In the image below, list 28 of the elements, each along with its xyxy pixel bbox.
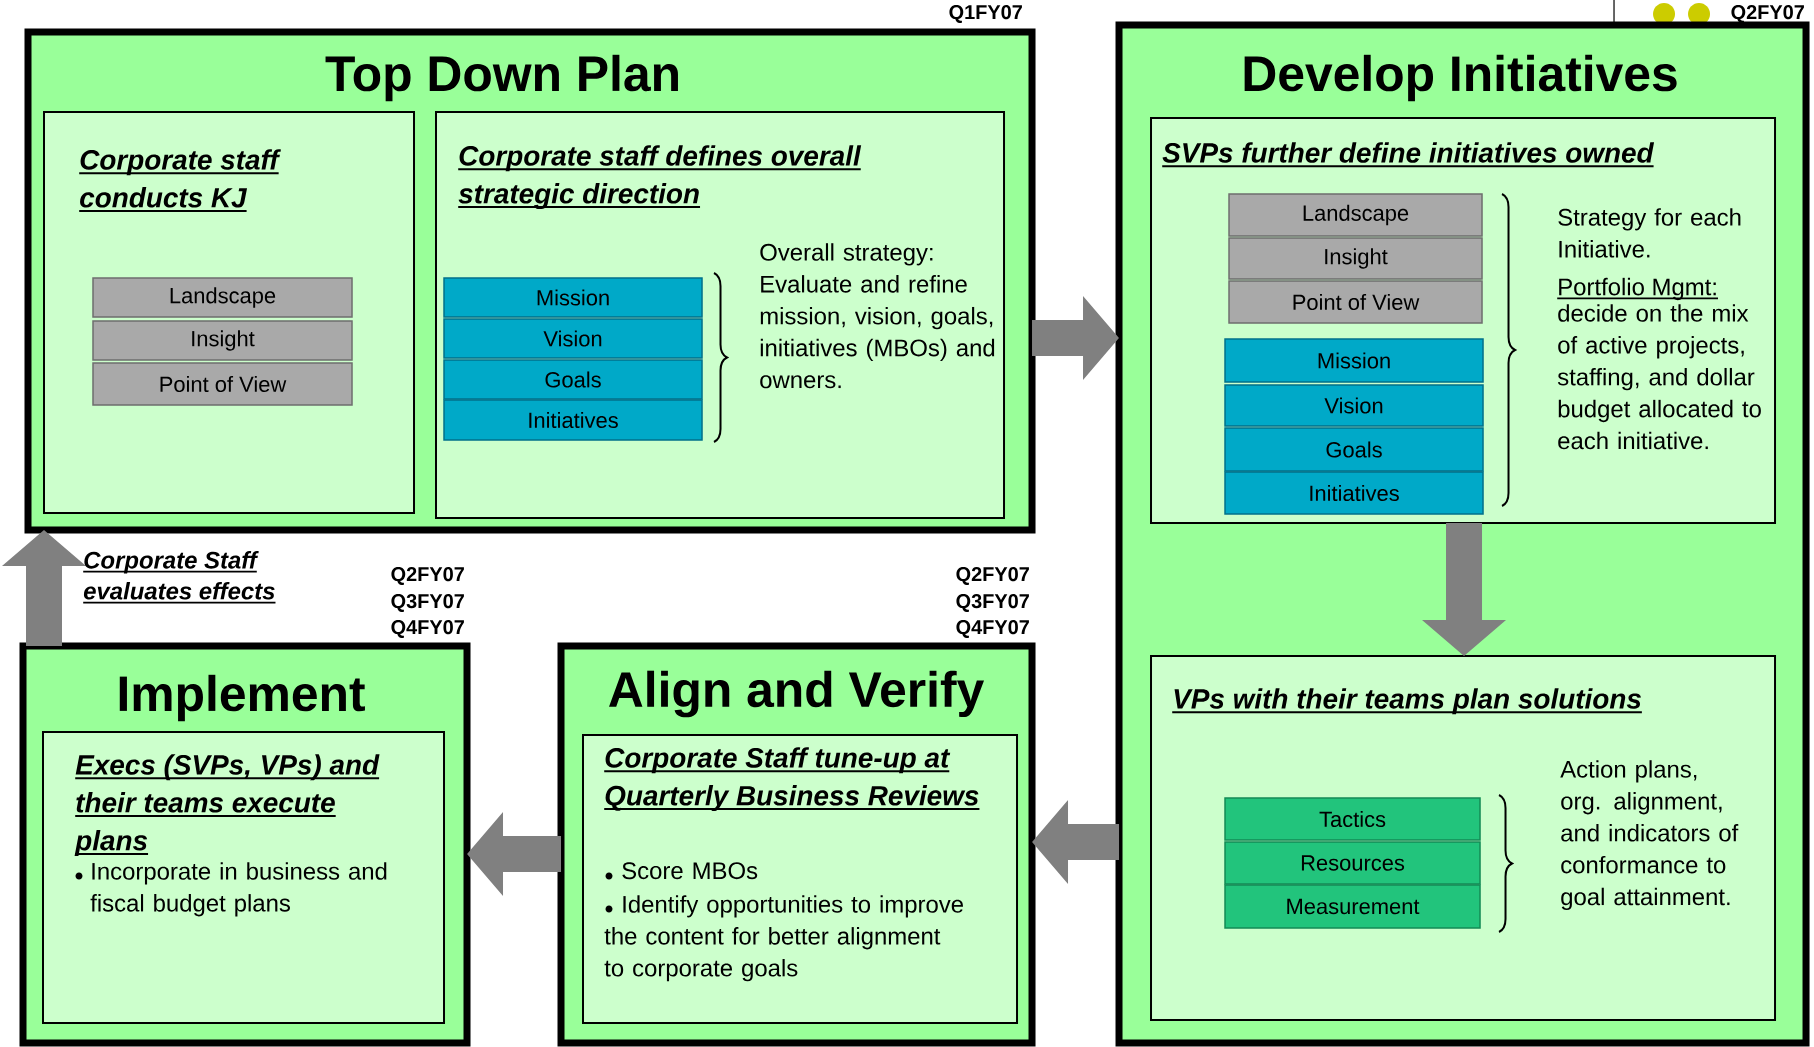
quarter-label: Q4FY07	[391, 620, 464, 638]
label-bar: Mission	[1224, 338, 1484, 383]
quarter-label: Q2FY07	[1731, 5, 1804, 23]
label-bar: Point of View	[92, 362, 353, 406]
quarter-label: Q2FY07	[956, 567, 1029, 585]
edge-label: Corporate Staff evaluates effects	[82, 551, 277, 604]
label-bar: Vision	[1224, 384, 1484, 427]
quarter-label: Q1FY07	[949, 5, 1022, 23]
content-panel: Corporate Staff tune-up at Quarterly Business Reviews Score MBOs Identify opportunities to improve the content for better alignment to corporate goals	[582, 734, 1018, 1024]
label-bar: Landscape	[92, 277, 353, 318]
label-bar: Goals	[443, 359, 703, 400]
quarter-label: Q4FY07	[956, 620, 1029, 638]
label-bar: Insight	[92, 320, 353, 361]
label-bar: Point of View	[1228, 280, 1483, 324]
label-bar: Initiatives	[443, 399, 703, 441]
label-bar: Initiatives	[1224, 471, 1484, 515]
label-bar: Measurement	[1224, 884, 1481, 929]
label-bar: Tactics	[1224, 797, 1481, 841]
quarter-label: Q3FY07	[391, 594, 464, 612]
content-panel: Execs (SVPs, VPs) and their teams execute plans Incorporate in business and fiscal budget plans	[42, 731, 445, 1024]
label-bar: Vision	[443, 318, 703, 359]
label-bar: Landscape	[1228, 193, 1483, 237]
label-bar: Insight	[1228, 237, 1483, 280]
label-bar: Mission	[443, 277, 703, 318]
quarter-label: Q2FY07	[391, 567, 464, 585]
label-bar: Resources	[1224, 841, 1481, 885]
label-bar: Goals	[1224, 427, 1484, 472]
quarter-label: Q3FY07	[956, 594, 1029, 612]
